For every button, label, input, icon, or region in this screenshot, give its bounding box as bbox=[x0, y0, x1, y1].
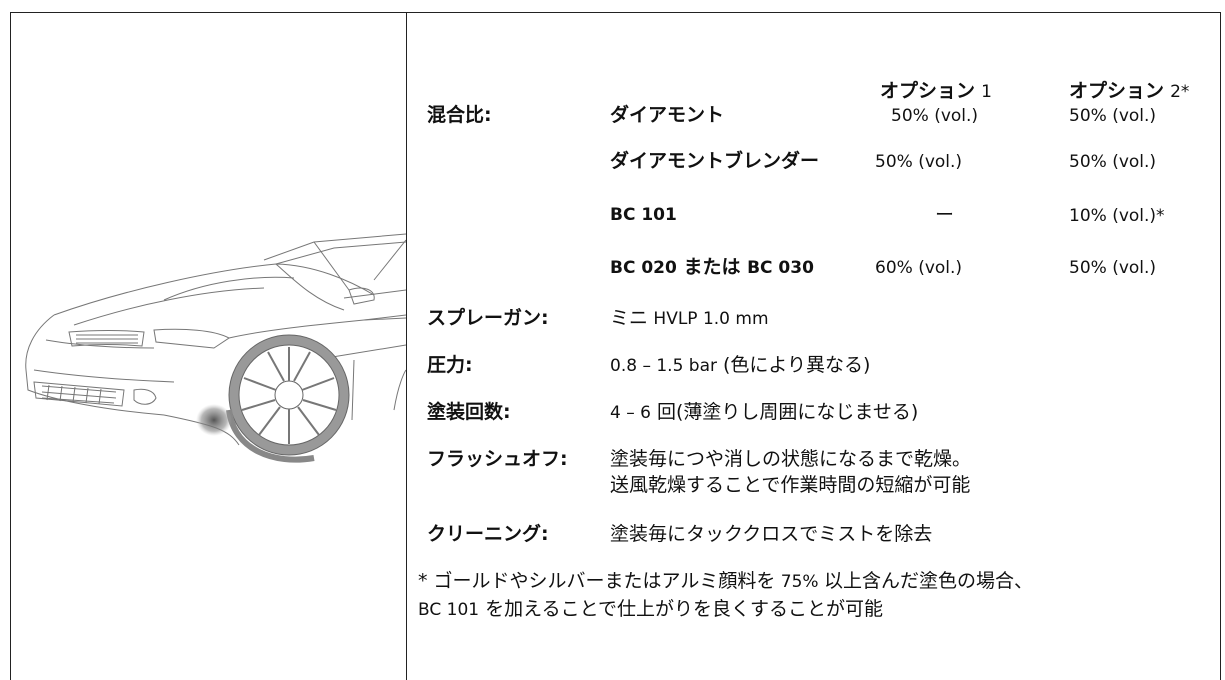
car-front-illustration-icon bbox=[25, 233, 406, 463]
mix-row-2-opt1: 50% (vol.) bbox=[875, 152, 963, 172]
option2-header: オプション 2* bbox=[1069, 80, 1189, 103]
pressure-range: 0.8 – 1.5 bar bbox=[610, 356, 717, 376]
coats-label: 塗装回数: bbox=[427, 401, 511, 423]
mix-row-4-name: BC 020 または BC 030 bbox=[610, 256, 814, 279]
footnote-line1-b: 75% bbox=[775, 572, 824, 592]
option1-number: 1 bbox=[981, 82, 992, 102]
pressure-label: 圧力: bbox=[427, 354, 473, 376]
mix-row-4-name-part2: BC 030 bbox=[747, 258, 814, 278]
column-divider bbox=[406, 12, 407, 680]
footnote-line1-c: 以上含んだ塗色の場合、 bbox=[823, 570, 1033, 592]
option2-label: オプション bbox=[1069, 80, 1165, 102]
footnote-line1-a: * ゴールドやシルバーまたはアルミ顔料を bbox=[418, 570, 776, 592]
option2-number: 2* bbox=[1170, 82, 1190, 102]
car-illustration bbox=[14, 220, 406, 480]
flash-off-line2: 送風乾燥することで作業時間の短縮が可能 bbox=[610, 474, 971, 496]
pressure-value: 0.8 – 1.5 bar (色により異なる) bbox=[610, 354, 870, 377]
spray-gun-value: ミニ HVLP 1.0 mm bbox=[610, 307, 769, 330]
document-frame bbox=[10, 12, 1221, 680]
option1-label: オプション bbox=[880, 80, 976, 102]
mix-row-1-opt1: 50% (vol.) bbox=[891, 106, 979, 126]
mix-row-4-name-part1: BC 020 bbox=[610, 258, 677, 278]
footnote-line1: * ゴールドやシルバーまたはアルミ顔料を 75% 以上含んだ塗色の場合、 bbox=[418, 570, 1033, 593]
footnote-line2: BC 101 を加えることで仕上がりを良くすることが可能 bbox=[418, 598, 883, 621]
coats-note: 回(薄塗りし周囲になじませる) bbox=[650, 401, 919, 423]
flash-off-line1: 塗装毎につや消しの状態になるまで乾燥。 bbox=[610, 448, 972, 470]
spray-gun-prefix: ミニ bbox=[610, 307, 649, 329]
flash-off-label: フラッシュオフ: bbox=[427, 448, 568, 470]
spray-gun-label: スプレーガン: bbox=[427, 307, 549, 329]
mix-row-4-name-mid: または bbox=[676, 256, 748, 278]
mix-row-1-opt2: 50% (vol.) bbox=[1069, 106, 1157, 126]
footnote-line2-b: を加えることで仕上がりを良くすることが可能 bbox=[479, 598, 883, 620]
cleaning-value: 塗装毎にタッククロスでミストを除去 bbox=[610, 523, 933, 545]
footnote-line2-a: BC 101 bbox=[418, 600, 480, 620]
mix-row-2-name: ダイアモントブレンダー bbox=[610, 150, 820, 172]
mix-row-1-name: ダイアモント bbox=[610, 104, 725, 126]
mix-row-4-opt1: 60% (vol.) bbox=[875, 258, 963, 278]
coats-range: 4 – 6 bbox=[610, 403, 651, 423]
mix-row-3-opt1: ー bbox=[935, 204, 955, 226]
mix-row-3-name: BC 101 bbox=[610, 205, 677, 225]
mix-row-2-opt2: 50% (vol.) bbox=[1069, 152, 1157, 172]
mix-row-4-opt2: 50% (vol.) bbox=[1069, 258, 1157, 278]
coats-value: 4 – 6 回(薄塗りし周囲になじませる) bbox=[610, 401, 918, 424]
cleaning-label: クリーニング: bbox=[427, 523, 549, 545]
spray-gun-spec: HVLP 1.0 mm bbox=[648, 309, 769, 329]
option1-header: オプション 1 bbox=[880, 80, 992, 103]
mix-row-3-opt2: 10% (vol.)* bbox=[1069, 206, 1165, 226]
pressure-note: (色により異なる) bbox=[716, 354, 871, 376]
mix-label: 混合比: bbox=[427, 104, 492, 126]
